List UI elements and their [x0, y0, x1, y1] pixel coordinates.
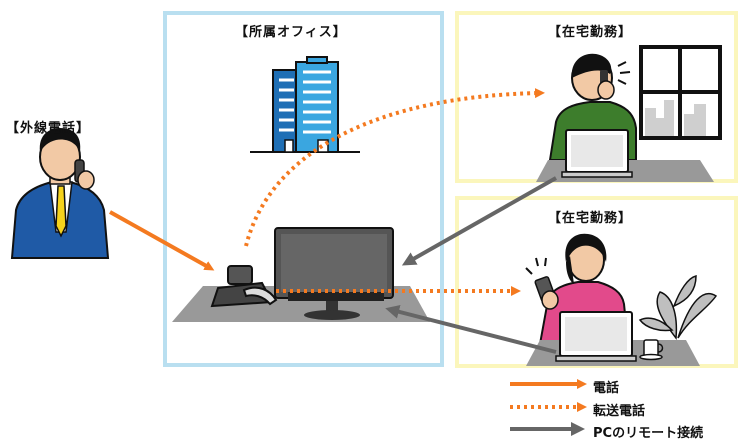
remote-arrow-home1 — [401, 176, 557, 266]
desk-phone-icon — [210, 265, 278, 308]
legend-transfer-label: 転送電話 — [593, 404, 646, 419]
home2-label: 【在宅勤務】 — [548, 211, 633, 226]
office-label: 【所属オフィス】 — [235, 25, 347, 40]
office-monitor-icon — [274, 227, 394, 320]
window-icon — [639, 45, 722, 140]
home1-label: 【在宅勤務】 — [548, 25, 633, 40]
laptop-1-icon — [561, 129, 633, 178]
legend-remote-label: PCのリモート接続 — [593, 426, 704, 441]
plant-icon — [638, 275, 718, 340]
office-building-icon — [250, 56, 360, 153]
coffee-cup-icon — [639, 339, 664, 361]
caller-person-icon — [10, 128, 110, 259]
phone-call-arrow — [109, 210, 215, 271]
transfer-arrow-home1 — [244, 88, 545, 247]
legend-phone-label: 電話 — [593, 381, 620, 396]
remote-arrow-home2 — [385, 304, 557, 354]
caller-label: 【外線電話】 — [6, 121, 91, 136]
laptop-2-icon — [555, 311, 637, 362]
